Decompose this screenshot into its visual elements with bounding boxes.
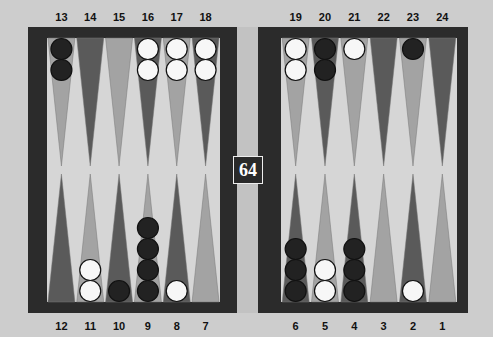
black-checker: [137, 239, 158, 260]
point-number: 5: [310, 320, 340, 333]
point-triangle: [282, 174, 309, 302]
black-checker: [344, 239, 365, 260]
point-number: 10: [104, 320, 134, 333]
point-number: 21: [339, 11, 369, 24]
point-triangle: [429, 174, 456, 302]
white-checker: [137, 39, 158, 60]
point-number: 11: [75, 320, 105, 333]
white-checker: [80, 281, 101, 302]
point-triangle: [106, 174, 133, 302]
white-checker: [285, 39, 306, 60]
board-ground: [47, 38, 220, 302]
point-number: 4: [339, 320, 369, 333]
point-number: 24: [427, 11, 457, 24]
point-number: 14: [75, 11, 105, 24]
black-checker: [137, 260, 158, 281]
black-checker: [402, 39, 423, 60]
point-triangle: [163, 38, 190, 166]
white-checker: [195, 39, 216, 60]
point-number: 13: [46, 11, 76, 24]
point-triangle: [77, 38, 104, 166]
black-checker: [285, 281, 306, 302]
point-triangle: [77, 174, 104, 302]
white-checker: [195, 60, 216, 81]
point-triangle: [192, 174, 219, 302]
white-checker: [314, 260, 335, 281]
point-triangle: [106, 38, 133, 166]
white-checker: [137, 60, 158, 81]
point-number: 2: [398, 320, 428, 333]
board-ground: [281, 38, 457, 302]
point-triangle: [370, 38, 397, 166]
white-checker: [344, 39, 365, 60]
dice-box: 64: [233, 156, 263, 184]
point-number: 3: [369, 320, 399, 333]
white-checker: [80, 260, 101, 281]
point-triangle: [48, 174, 75, 302]
point-triangle: [282, 38, 309, 166]
bar: [237, 27, 258, 313]
point-triangle: [48, 38, 75, 166]
point-triangle: [399, 174, 426, 302]
white-checker: [314, 281, 335, 302]
point-number: 6: [281, 320, 311, 333]
point-number: 1: [427, 320, 457, 333]
point-number: 18: [191, 11, 221, 24]
black-checker: [51, 39, 72, 60]
point-triangle: [163, 174, 190, 302]
point-triangle: [399, 38, 426, 166]
white-checker: [166, 60, 187, 81]
black-checker: [314, 60, 335, 81]
point-triangle: [429, 38, 456, 166]
black-checker: [314, 39, 335, 60]
point-triangle: [311, 174, 338, 302]
point-number: 20: [310, 11, 340, 24]
point-number: 7: [191, 320, 221, 333]
white-checker: [166, 39, 187, 60]
black-checker: [51, 60, 72, 81]
point-number: 23: [398, 11, 428, 24]
white-checker: [285, 60, 306, 81]
point-triangle: [341, 174, 368, 302]
black-checker: [109, 281, 130, 302]
point-triangle: [134, 174, 161, 302]
point-number: 22: [369, 11, 399, 24]
point-number: 9: [133, 320, 163, 333]
point-triangle: [192, 38, 219, 166]
black-checker: [137, 281, 158, 302]
black-checker: [137, 218, 158, 239]
black-checker: [285, 260, 306, 281]
point-number: 15: [104, 11, 134, 24]
dice-roll: 64: [239, 160, 257, 180]
black-checker: [344, 260, 365, 281]
point-triangle: [370, 174, 397, 302]
white-checker: [402, 281, 423, 302]
point-number: 12: [46, 320, 76, 333]
point-number: 8: [162, 320, 192, 333]
black-checker: [285, 239, 306, 260]
point-triangle: [311, 38, 338, 166]
black-checker: [344, 281, 365, 302]
point-number: 19: [281, 11, 311, 24]
point-triangle: [341, 38, 368, 166]
board-frame: [28, 27, 468, 313]
white-checker: [166, 281, 187, 302]
point-number: 17: [162, 11, 192, 24]
point-triangle: [134, 38, 161, 166]
point-number: 16: [133, 11, 163, 24]
